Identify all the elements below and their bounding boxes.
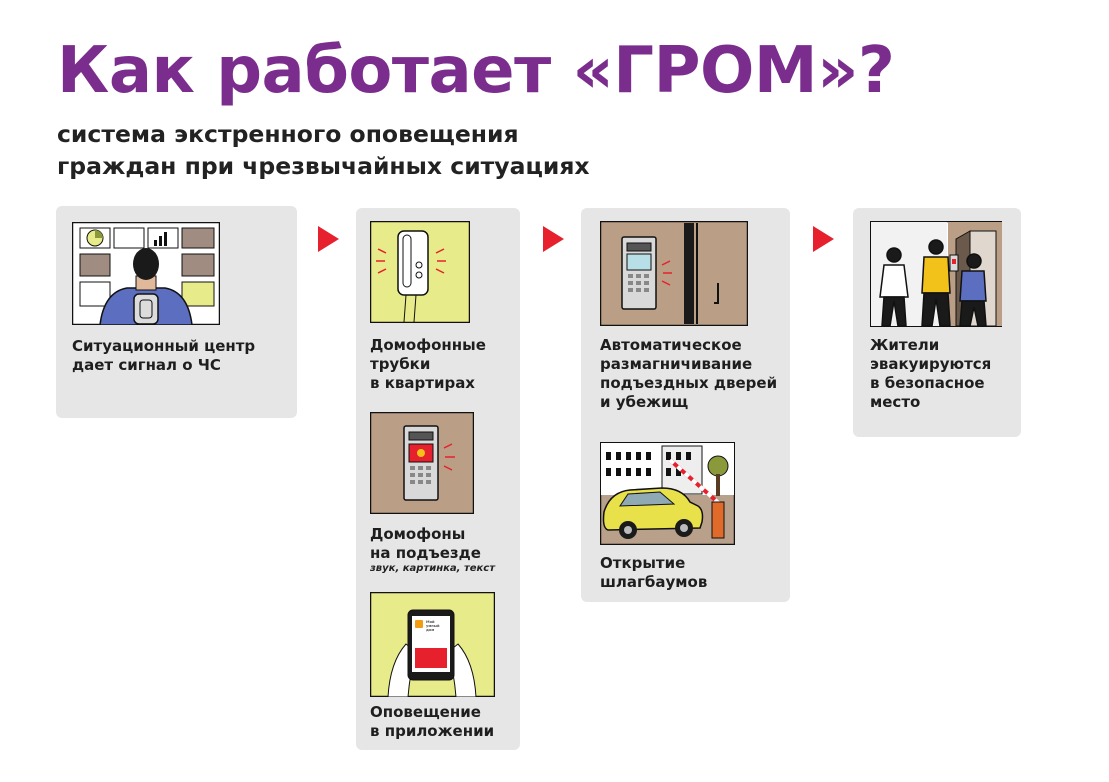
evacuation-icon: [870, 221, 1002, 327]
phone-app-icon: Мой умный дом: [370, 592, 495, 697]
page-title: Как работает «ГРОМ»?: [57, 34, 895, 108]
subtitle-line: граждан при чрезвычайных ситуациях: [57, 152, 590, 180]
step-label: Домофонные трубки в квартирах: [370, 336, 486, 392]
step-label: Домофоны на подъезде: [370, 525, 481, 562]
page-subtitle: система экстренного оповещения граждан п…: [57, 118, 590, 182]
intercom-feature-note: звук, картинка, текст: [370, 563, 496, 574]
intercom-handset-icon: [370, 221, 470, 323]
svg-text:умный: умный: [426, 624, 440, 628]
entrance-intercom-icon: [370, 412, 474, 514]
subtitle-line: система экстренного оповещения: [57, 120, 519, 148]
door-unlock-icon: [600, 221, 748, 326]
step-card-notification: Домофонные трубки в квартирах Домофоны н…: [356, 208, 520, 750]
step-card-evacuation: Жители эвакуируются в безопасное место: [853, 208, 1021, 437]
step-label: Оповещение в приложении: [370, 703, 495, 740]
flow-arrow-icon: [318, 226, 339, 252]
step-label: Открытие шлагбаумов: [600, 554, 708, 591]
svg-text:Мой: Мой: [426, 620, 435, 624]
step-label: Жители эвакуируются в безопасное место: [870, 336, 992, 411]
step-card-situation-center: Ситуационный центр дает сигнал о ЧС: [56, 206, 297, 418]
flow-arrow-icon: [813, 226, 834, 252]
svg-text:дом: дом: [426, 628, 434, 632]
step-label: Ситуационный центр дает сигнал о ЧС: [72, 337, 256, 374]
step-card-doors: Автоматическое размагничивание подъездны…: [581, 208, 790, 602]
barrier-icon: [600, 442, 735, 545]
situation-center-icon: [72, 222, 220, 325]
step-label: Автоматическое размагничивание подъездны…: [600, 336, 778, 411]
flow-arrow-icon: [543, 226, 564, 252]
